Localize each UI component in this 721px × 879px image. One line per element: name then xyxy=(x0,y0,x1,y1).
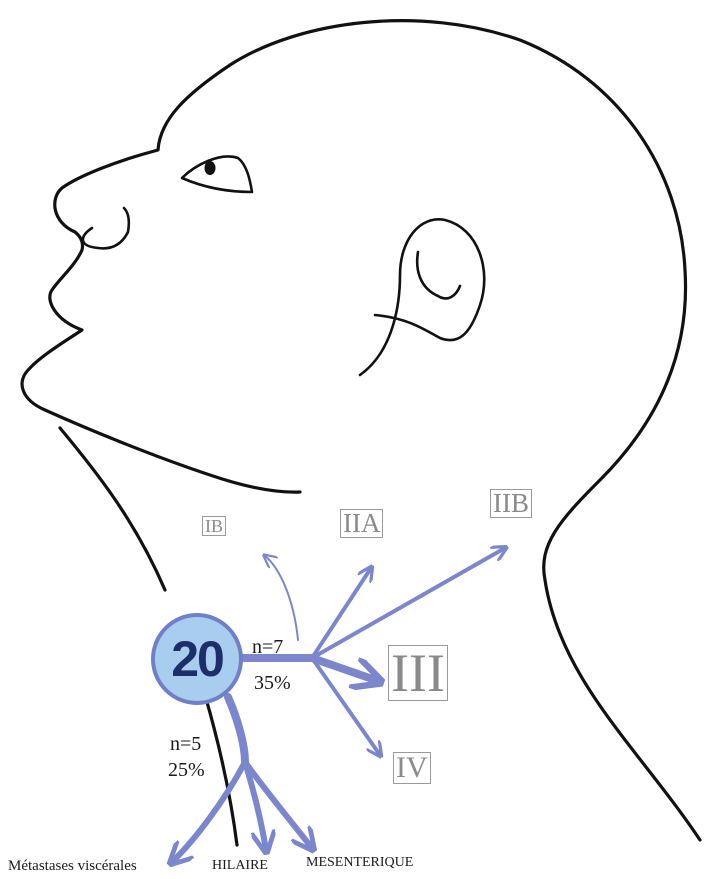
distant-branch-n: n=5 xyxy=(170,733,201,755)
level-ib-label: IB xyxy=(202,516,226,536)
arrow-to-iib xyxy=(312,548,505,658)
ear-outline xyxy=(360,219,484,375)
arrow-to-ib xyxy=(265,556,298,640)
ear-inner xyxy=(417,252,460,298)
hilar-label: HILAIRE xyxy=(212,858,268,874)
eye-pupil xyxy=(205,161,216,175)
level-iib-label: IIB xyxy=(490,489,532,518)
level-iia-label: IIA xyxy=(340,509,383,538)
eye-outline xyxy=(182,156,252,192)
nose-outline xyxy=(83,208,129,248)
level-iv-label: IV xyxy=(393,752,431,784)
lymph-arrows xyxy=(172,548,505,862)
mesenteric-label: MESENTERIQUE xyxy=(306,855,413,871)
node-count-value: 20 xyxy=(171,630,223,688)
node-count-circle: 20 xyxy=(151,613,243,705)
visceral-metastases-label: Métastases viscérales xyxy=(8,858,137,875)
neck-branch-n: n=7 xyxy=(252,636,283,658)
trunk-to-distant xyxy=(228,697,245,762)
arrow-to-iia xyxy=(312,568,371,658)
head-outline xyxy=(22,21,700,840)
neck-branch-percent: 35% xyxy=(254,672,291,694)
distant-branch-percent: 25% xyxy=(168,759,205,781)
level-iii-label: III xyxy=(388,645,448,701)
